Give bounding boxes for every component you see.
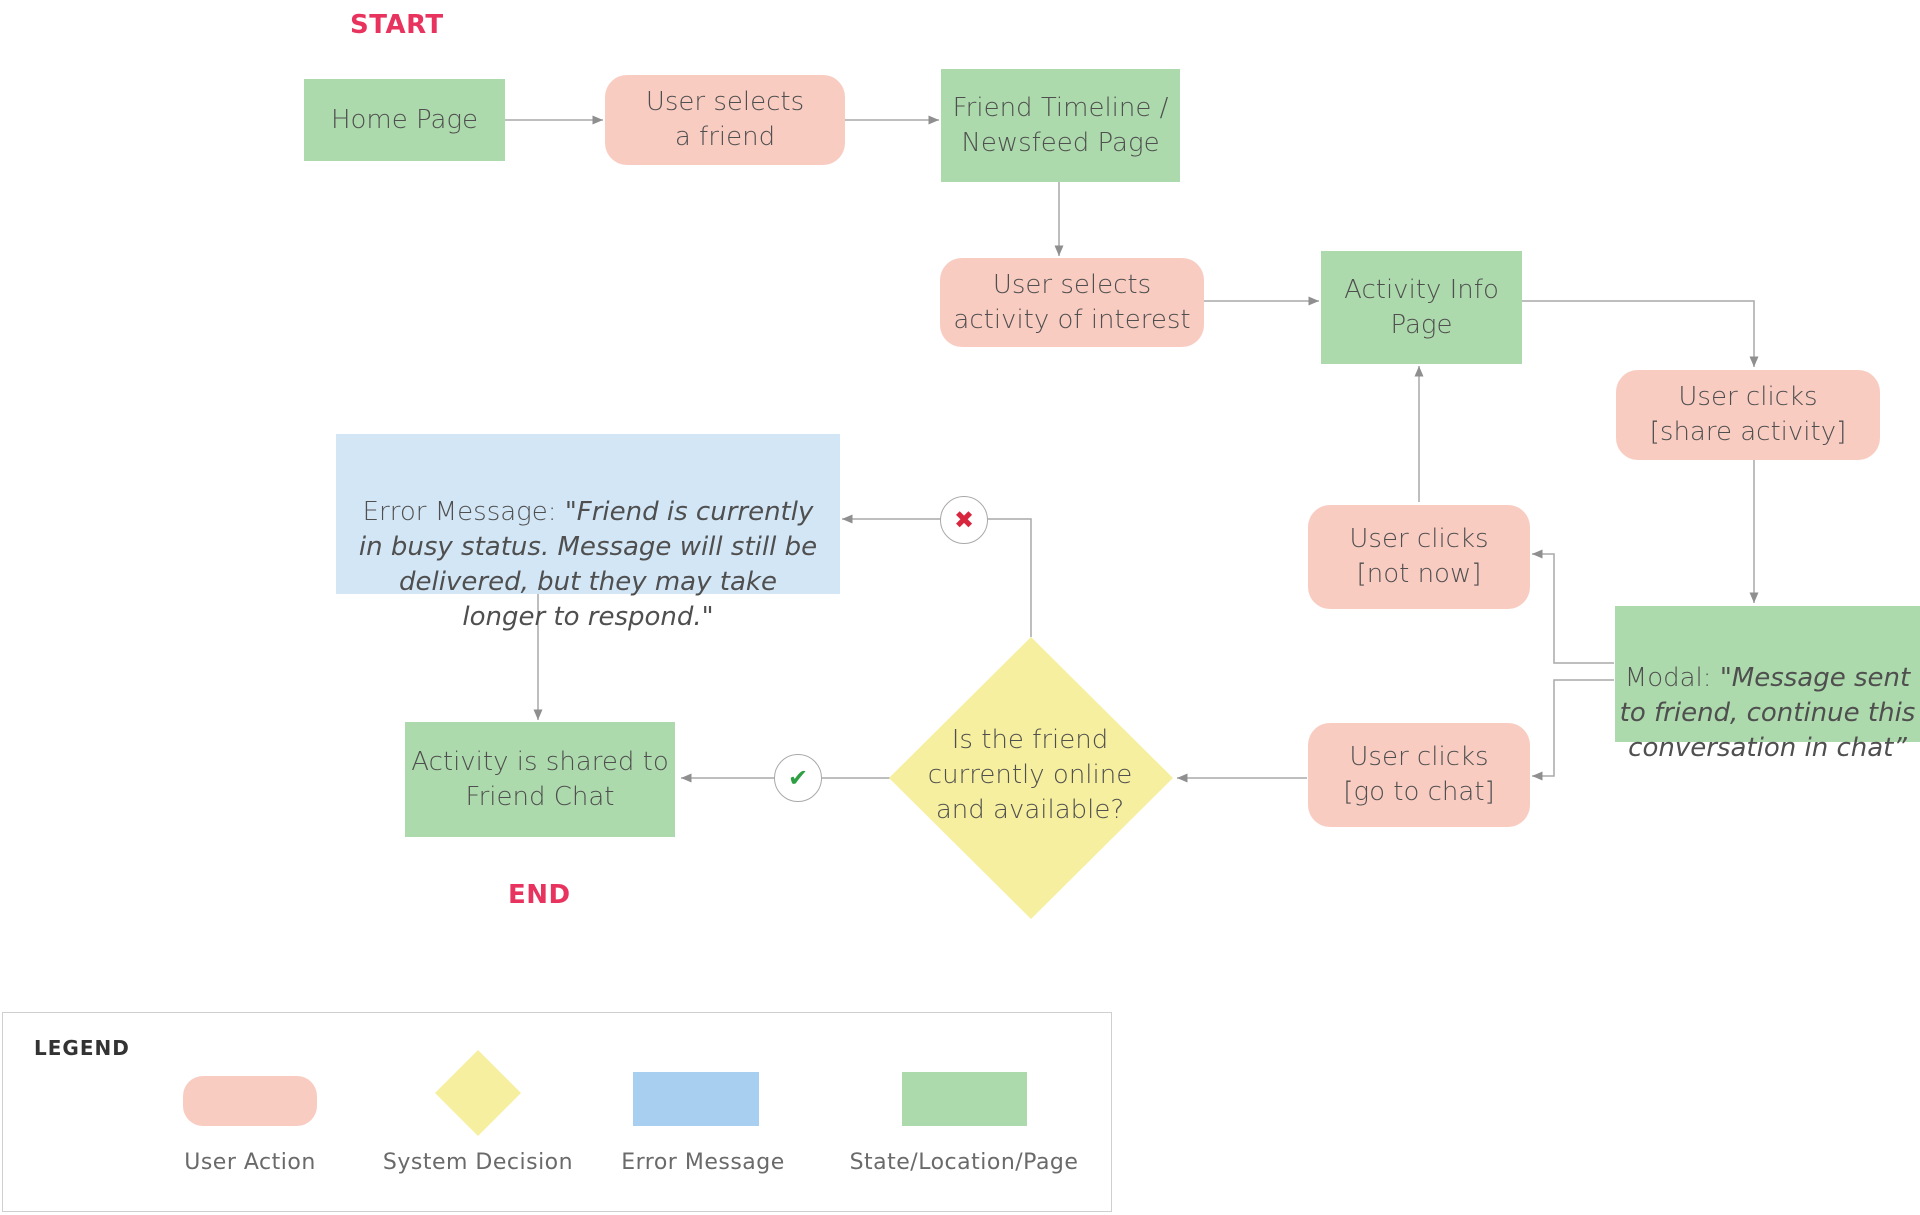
node-activity-shared: Activity is shared to Friend Chat bbox=[405, 722, 675, 837]
node-activity-info-page: Activity Info Page bbox=[1321, 251, 1522, 364]
edge-decision-to-error bbox=[842, 514, 1032, 637]
edge-modal-to-go-chat bbox=[1532, 679, 1614, 781]
legend-swatch-system-decision bbox=[435, 1050, 521, 1136]
legend-title: LEGEND bbox=[34, 1036, 130, 1060]
legend-swatch-user-action bbox=[183, 1076, 317, 1126]
node-decision: Is the friend currently online and avail… bbox=[927, 724, 1133, 825]
node-not-now: User clicks [not now] bbox=[1308, 505, 1530, 609]
modal-prefix: Modal: bbox=[1624, 663, 1720, 693]
node-error-message: Error Message: "Friend is currently in b… bbox=[336, 434, 840, 632]
legend-label-state-page: State/Location/Page bbox=[849, 1150, 1079, 1175]
node-share-activity: User clicks [share activity] bbox=[1616, 370, 1880, 460]
node-go-to-chat: User clicks [go to chat] bbox=[1308, 723, 1530, 827]
legend-label-user-action: User Action bbox=[184, 1150, 316, 1175]
legend-label-system-decision: System Decision bbox=[382, 1150, 574, 1175]
start-marker: START bbox=[350, 10, 444, 40]
modal-text: "Message sent to friend, continue this c… bbox=[1619, 663, 1916, 763]
no-badge-icon: ✖ bbox=[940, 496, 988, 544]
edge-modal-to-not-now bbox=[1532, 549, 1614, 664]
legend-swatch-state-page bbox=[902, 1072, 1027, 1126]
node-modal: Modal: "Message sent to friend, continue… bbox=[1615, 606, 1920, 763]
node-user-selects-friend: User selects a friend bbox=[605, 75, 845, 165]
node-user-selects-activity: User selects activity of interest bbox=[940, 258, 1204, 347]
node-decision-shape bbox=[889, 637, 1173, 919]
legend bbox=[2, 1012, 1112, 1212]
legend-label-error-message: Error Message bbox=[621, 1150, 785, 1175]
error-text: "Friend is currently in busy status. Mes… bbox=[358, 497, 818, 632]
error-prefix: Error Message: bbox=[362, 497, 565, 527]
edge-activity-info-to-share bbox=[1522, 300, 1759, 367]
end-marker: END bbox=[508, 880, 571, 910]
node-home-page: Home Page bbox=[304, 79, 505, 161]
yes-badge-icon: ✔ bbox=[774, 754, 822, 802]
legend-swatch-error-message bbox=[633, 1072, 759, 1126]
node-friend-timeline: Friend Timeline / Newsfeed Page bbox=[941, 69, 1180, 182]
